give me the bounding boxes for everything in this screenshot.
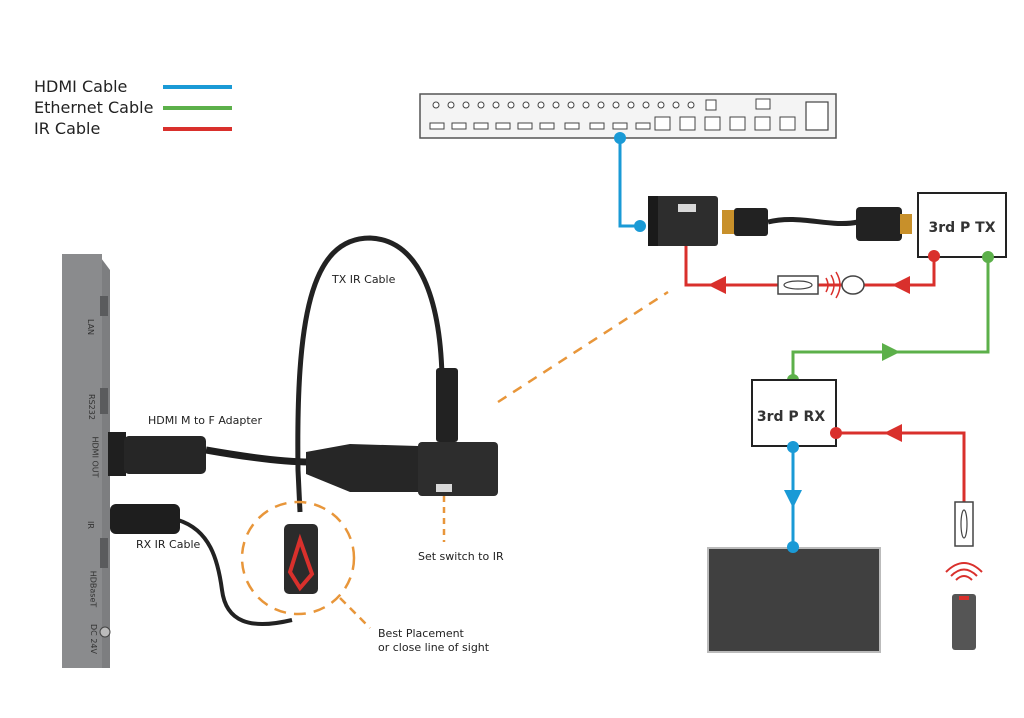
hdmi-node-adapter xyxy=(634,220,646,232)
best-placement-leader xyxy=(339,597,371,629)
hdmi-node-display xyxy=(787,541,799,553)
port-label-ir: IR xyxy=(85,521,95,529)
dashed-leader-photo xyxy=(497,290,669,404)
legend-ethernet-label: Ethernet Cable xyxy=(34,98,154,117)
third-party-tx-box xyxy=(917,192,1007,258)
matrix-hdmi-ports xyxy=(429,122,651,130)
tx-box-label: 3rd P TX xyxy=(928,220,995,236)
rx-ir-cable xyxy=(177,518,293,627)
ir-emitter-symbol xyxy=(777,275,819,295)
ir-red-clip xyxy=(287,533,315,592)
rx-ir-cable-label: RX IR Cable xyxy=(136,538,201,551)
hdmi-link-matrix-to-adapter xyxy=(618,137,640,228)
remote-control xyxy=(952,594,976,650)
hdmi-node-matrix xyxy=(614,132,626,144)
rx-ir-plug xyxy=(110,504,180,534)
ir-receiver-symbol xyxy=(841,275,865,295)
rx-box-label: 3rd P RX xyxy=(757,409,825,425)
hdmi-adapter-label: HDMI M to F Adapter xyxy=(148,414,262,427)
legend-hdmi-label: HDMI Cable xyxy=(34,77,128,96)
tx-ir-cable-label: TX IR Cable xyxy=(332,273,396,286)
ir-node-rx xyxy=(830,427,842,439)
port-label-rs232: RS232 xyxy=(86,394,96,420)
matrix-power-inlet xyxy=(805,101,829,131)
ir-receiver-eye xyxy=(954,501,974,547)
best-placement-label-line2: or close line of sight xyxy=(378,641,490,654)
best-placement-label-line1: Best Placement xyxy=(378,627,464,640)
ir-link-receiver-to-rx xyxy=(836,431,966,502)
ir-arrow-tx-1 xyxy=(892,276,910,294)
ir-arrow-rx xyxy=(884,424,902,442)
tx-ir-cable xyxy=(295,235,445,513)
port-label-hdbaset: HDBaseT xyxy=(88,570,98,608)
remote-signal-icon xyxy=(945,562,983,581)
third-party-rx-box xyxy=(751,379,837,447)
hdmi-m-to-f-adapter-cable xyxy=(108,432,498,496)
hdmi-arrow-display xyxy=(784,490,802,508)
display-screen xyxy=(707,547,881,653)
ir-node-tx xyxy=(928,250,940,262)
tx-ir-plug xyxy=(436,368,458,442)
ir-arrow-tx-2 xyxy=(708,276,726,294)
port-label-dc24v: DC 24V xyxy=(88,624,98,654)
ethernet-node-tx xyxy=(982,251,994,263)
legend-ir-label: IR Cable xyxy=(34,119,101,138)
matrix-switcher-device xyxy=(419,93,837,139)
best-placement-circle xyxy=(240,500,356,616)
ethernet-arrow xyxy=(882,343,900,361)
matrix-ir-jacks xyxy=(432,101,695,109)
ir-signal-waves-icon xyxy=(825,271,841,299)
hdmi-node-rx xyxy=(787,441,799,453)
hdmi-ir-adapter-top xyxy=(648,196,912,246)
port-label-hdmi-out: HDMI OUT xyxy=(90,436,100,478)
receiver-side-panel xyxy=(62,254,111,668)
port-label-lan: LAN xyxy=(86,318,96,336)
ethernet-link-tx-to-rx xyxy=(791,257,990,380)
set-switch-label: Set switch to IR xyxy=(418,550,504,563)
ir-receiver-eye-photo xyxy=(284,524,318,594)
matrix-ethernet-ports xyxy=(654,116,796,131)
